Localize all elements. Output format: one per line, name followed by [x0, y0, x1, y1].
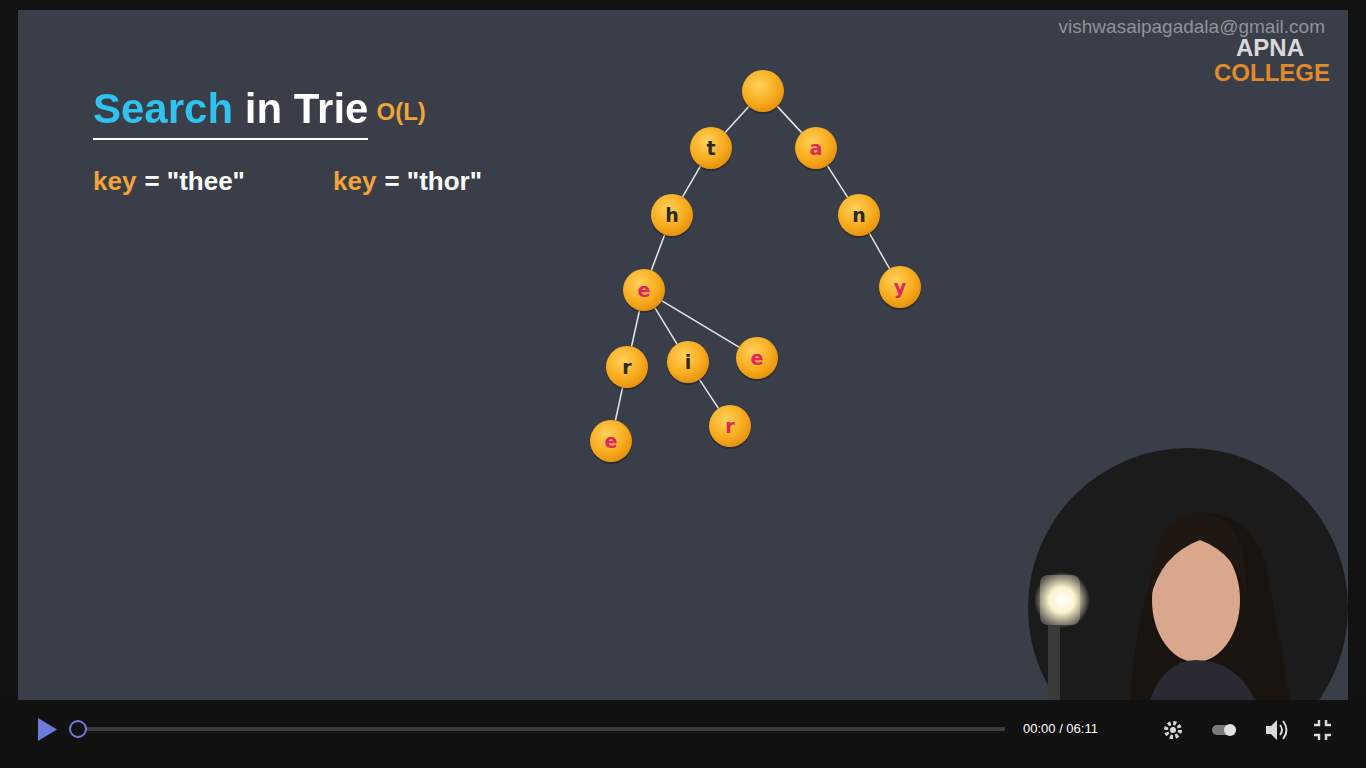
node-letter: n: [837, 193, 881, 237]
player-control-bar: [0, 700, 1366, 768]
trie-node: i: [666, 340, 710, 384]
trie-node: r: [605, 345, 649, 389]
trie-node: y: [878, 265, 922, 309]
node-letter: a: [794, 126, 838, 170]
trie-edge: [827, 166, 847, 198]
node-letter: t: [689, 126, 733, 170]
brand-logo: APNA: [1236, 34, 1304, 62]
trie-edge: [725, 107, 749, 133]
key-label: key: [93, 166, 136, 197]
trie-edge: [683, 166, 701, 197]
node-letter: e: [735, 336, 779, 380]
trie-edge: [651, 235, 664, 271]
trie-edge: [655, 308, 677, 344]
node-letter: h: [650, 193, 694, 237]
trie-edge: [869, 233, 889, 269]
trie-edge: [700, 380, 719, 409]
key-value: = "thor": [384, 166, 482, 197]
player-controls: [38, 718, 1331, 741]
node-letter: e: [622, 268, 666, 312]
slide-title: Search in Trie: [93, 84, 368, 140]
video-time: 00:00 / 06:11: [1023, 721, 1098, 736]
trie-node: e: [735, 336, 779, 380]
trie-node: e: [622, 268, 666, 312]
trie-edge: [777, 106, 801, 132]
trie-node: e: [589, 419, 633, 463]
trie-node: t: [689, 126, 733, 170]
trie-node: r: [708, 404, 752, 448]
key-label: key: [333, 166, 376, 197]
trie-node: [741, 69, 785, 113]
node-letter: e: [589, 419, 633, 463]
complexity-note: O(L): [376, 98, 425, 126]
node-letter: y: [878, 265, 922, 309]
node-letter: r: [605, 345, 649, 389]
trie-edge: [615, 388, 622, 421]
trie-edge: [632, 311, 640, 347]
node-circle: [741, 69, 785, 113]
brand-logo: COLLEGE: [1214, 59, 1330, 87]
trie-node: a: [794, 126, 838, 170]
node-letter: i: [666, 340, 710, 384]
trie-edge: [662, 301, 739, 347]
webcam-circle: [1028, 448, 1348, 700]
trie-node: h: [650, 193, 694, 237]
node-letter: r: [708, 404, 752, 448]
trie-node: n: [837, 193, 881, 237]
key-value: = "thee": [144, 166, 245, 197]
